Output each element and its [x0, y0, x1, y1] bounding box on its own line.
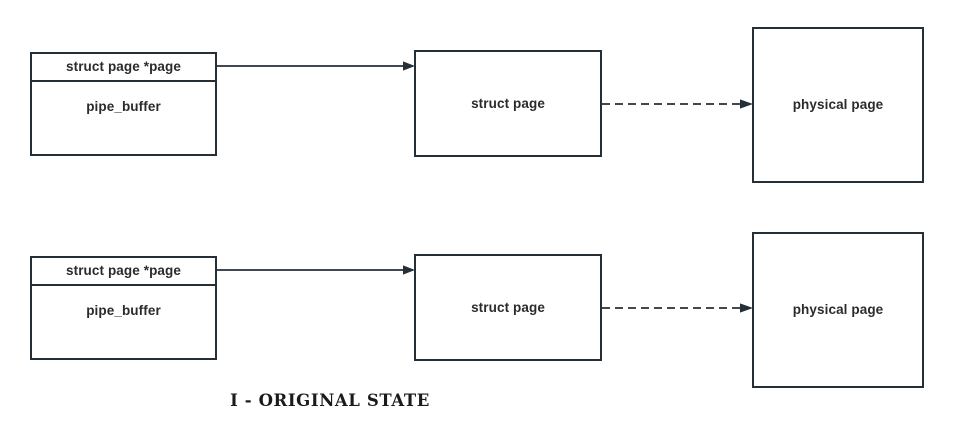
struct-page-label-row-1: struct page	[471, 95, 545, 111]
physical-page-label-row-1: physical page	[792, 97, 884, 113]
pipe-buffer-header-label-row-2: struct page *page	[66, 263, 181, 279]
pointer-arrow-row-2	[217, 264, 416, 276]
pipe-buffer-header-row-2: struct page *page	[32, 258, 215, 286]
pipe-buffer-body-label-row-2: pipe_buffer	[86, 303, 161, 319]
figure-caption: I - ORIGINAL STATE	[230, 391, 430, 410]
pipe-buffer-body-row-1: pipe_buffer	[32, 82, 215, 154]
pipe-buffer-body-row-2: pipe_buffer	[32, 286, 215, 358]
struct-page-box-row-2: struct page	[414, 254, 602, 361]
mapping-arrow-row-2	[602, 302, 754, 314]
pipe-buffer-header-row-1: struct page *page	[32, 54, 215, 82]
pipe-buffer-body-label-row-1: pipe_buffer	[86, 99, 161, 115]
struct-page-label-row-2: struct page	[471, 299, 545, 315]
physical-page-label-row-2: physical page	[792, 302, 884, 318]
pipe-buffer-box-row-2: struct page *page pipe_buffer	[30, 256, 217, 360]
pipe-buffer-box-row-1: struct page *page pipe_buffer	[30, 52, 217, 156]
pipe-buffer-header-label-row-1: struct page *page	[66, 59, 181, 75]
physical-page-box-row-2: physical page	[752, 232, 924, 388]
pointer-arrow-row-1	[217, 60, 416, 72]
mapping-arrow-row-1	[602, 98, 754, 110]
physical-page-box-row-1: physical page	[752, 27, 924, 183]
struct-page-box-row-1: struct page	[414, 50, 602, 157]
